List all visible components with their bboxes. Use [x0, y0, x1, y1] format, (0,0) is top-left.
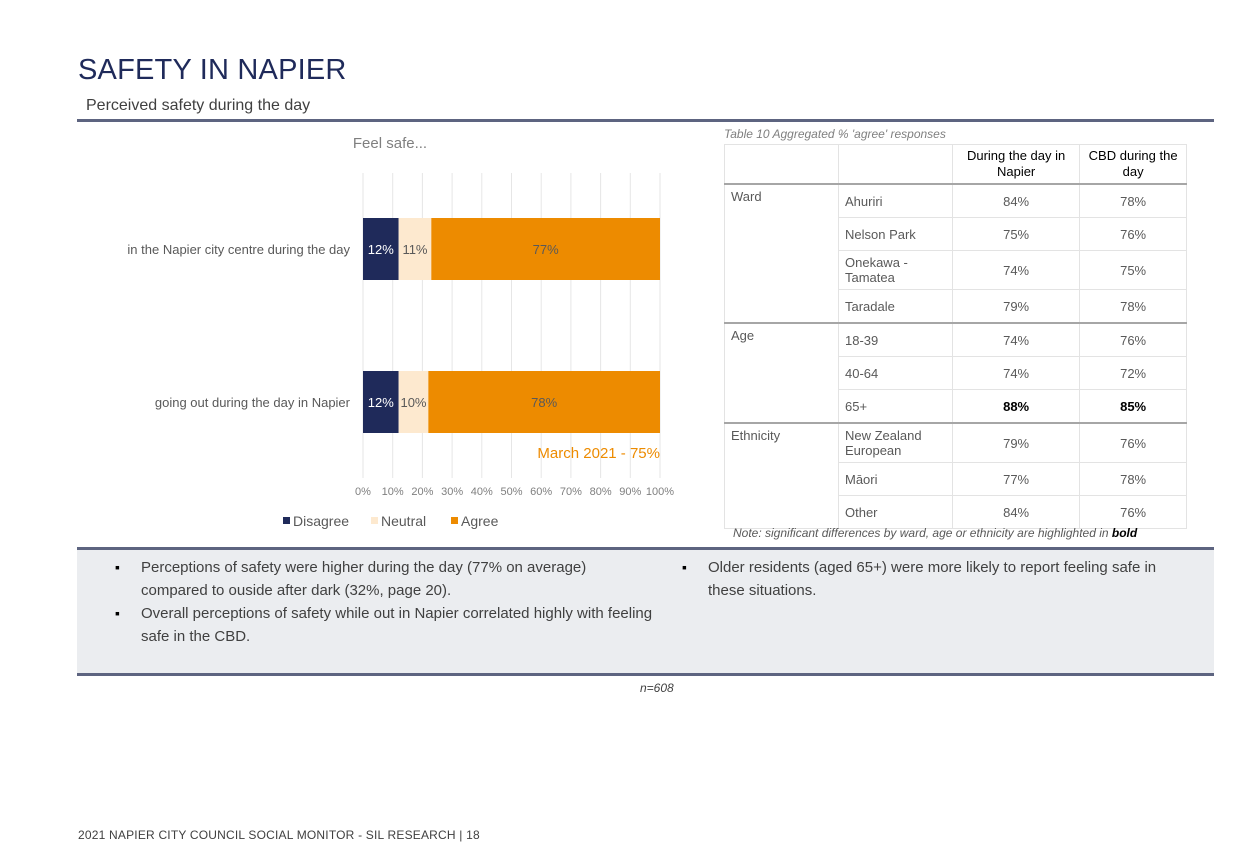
- bar-neutral: [398, 218, 432, 280]
- column-header: During the day in Napier: [951, 144, 1081, 185]
- x-tick-label: 100%: [646, 486, 674, 498]
- value-day: 74%: [951, 250, 1081, 290]
- value-day: 79%: [951, 289, 1081, 324]
- value-day: 75%: [951, 217, 1081, 251]
- row-label: Ahuriri: [838, 183, 953, 218]
- group-label: Ward: [724, 183, 839, 324]
- bar-disagree: [363, 371, 399, 433]
- finding-bullet: Older residents (aged 65+) were more lik…: [682, 556, 1172, 602]
- value-day: 88%: [951, 389, 1081, 424]
- row-label: 18-39: [838, 322, 953, 357]
- value-cbd: 78%: [1079, 183, 1187, 218]
- legend-label: Agree: [461, 513, 499, 529]
- page-title: SAFETY IN NAPIER: [78, 54, 347, 86]
- bar-agree: [428, 371, 660, 433]
- bar-value-label: 78%: [531, 395, 557, 410]
- table-note: Note: significant differences by ward, a…: [733, 526, 1137, 540]
- group-label: Ethnicity: [724, 422, 839, 529]
- row-label: Other: [838, 495, 953, 529]
- legend-label: Neutral: [381, 513, 426, 529]
- row-label: New Zealand European: [838, 422, 953, 463]
- row-label: 40-64: [838, 356, 953, 390]
- header-divider: [77, 119, 1214, 122]
- legend-swatch: [283, 517, 290, 524]
- row-label: Taradale: [838, 289, 953, 324]
- bar-agree: [431, 218, 660, 280]
- row-label: Māori: [838, 462, 953, 496]
- findings-right: Older residents (aged 65+) were more lik…: [682, 556, 1172, 602]
- value-day: 74%: [951, 322, 1081, 357]
- value-day: 79%: [951, 422, 1081, 463]
- finding-bullet: Overall perceptions of safety while out …: [115, 602, 655, 648]
- value-day: 77%: [951, 462, 1081, 496]
- bar-value-label: 11%: [402, 242, 427, 257]
- value-cbd: 78%: [1079, 462, 1187, 496]
- page-footer: 2021 NAPIER CITY COUNCIL SOCIAL MONITOR …: [78, 828, 480, 842]
- x-tick-label: 70%: [560, 486, 582, 498]
- x-tick-label: 80%: [590, 486, 612, 498]
- x-tick-label: 60%: [530, 486, 552, 498]
- row-label: Nelson Park: [838, 217, 953, 251]
- header-blank: [838, 144, 953, 185]
- finding-bullet: Perceptions of safety were higher during…: [115, 556, 655, 602]
- legend-label: Disagree: [293, 513, 349, 529]
- bar-disagree: [363, 218, 399, 280]
- value-day: 84%: [951, 183, 1081, 218]
- table-note-bold: bold: [1111, 526, 1138, 540]
- header-blank: [724, 144, 839, 185]
- value-cbd: 76%: [1079, 217, 1187, 251]
- value-cbd: 76%: [1079, 322, 1187, 357]
- table-row: 65+88%85%: [725, 389, 1187, 424]
- sample-size: n=608: [640, 681, 674, 695]
- x-tick-label: 50%: [500, 486, 522, 498]
- x-tick-label: 10%: [382, 486, 404, 498]
- x-tick-label: 0%: [355, 486, 371, 498]
- category-label: going out during the day in Napier: [155, 395, 351, 410]
- x-tick-label: 30%: [441, 486, 463, 498]
- value-cbd: 85%: [1079, 389, 1187, 424]
- findings-left: Perceptions of safety were higher during…: [115, 556, 655, 648]
- value-cbd: 78%: [1079, 289, 1187, 324]
- table-caption: Table 10 Aggregated % 'agree' responses: [724, 127, 946, 141]
- bar-value-label: 77%: [533, 242, 559, 257]
- column-header: CBD during the day: [1079, 144, 1187, 185]
- x-tick-label: 20%: [411, 486, 433, 498]
- bar-value-label: 10%: [400, 395, 426, 410]
- page-subtitle: Perceived safety during the day: [86, 97, 311, 114]
- category-label: in the Napier city centre during the day: [127, 242, 350, 257]
- group-label: Age: [724, 322, 839, 424]
- x-tick-label: 40%: [471, 486, 493, 498]
- stacked-bar-chart: Feel safe... 0% 10% 20% 30% 40% 50% 60% 70% 80% 90…: [127, 135, 674, 529]
- value-cbd: 75%: [1079, 250, 1187, 290]
- row-label: Onekawa - Tamatea: [838, 250, 953, 290]
- chart-title: Feel safe...: [353, 135, 427, 152]
- bar-neutral: [398, 371, 429, 433]
- value-cbd: 76%: [1079, 495, 1187, 529]
- bar-value-label: 12%: [368, 242, 394, 257]
- x-tick-label: 90%: [619, 486, 641, 498]
- value-day: 84%: [951, 495, 1081, 529]
- findings-box: Perceptions of safety were higher during…: [77, 547, 1214, 676]
- legend-swatch: [371, 517, 378, 524]
- chart-annotation: March 2021 - 75%: [537, 445, 660, 462]
- bar-value-label: 12%: [368, 395, 394, 410]
- legend-swatch: [451, 517, 458, 524]
- table-note-text: Note: significant differences by ward, a…: [733, 526, 1109, 540]
- value-cbd: 72%: [1079, 356, 1187, 390]
- row-label: 65+: [838, 389, 953, 424]
- value-day: 74%: [951, 356, 1081, 390]
- value-cbd: 76%: [1079, 422, 1187, 463]
